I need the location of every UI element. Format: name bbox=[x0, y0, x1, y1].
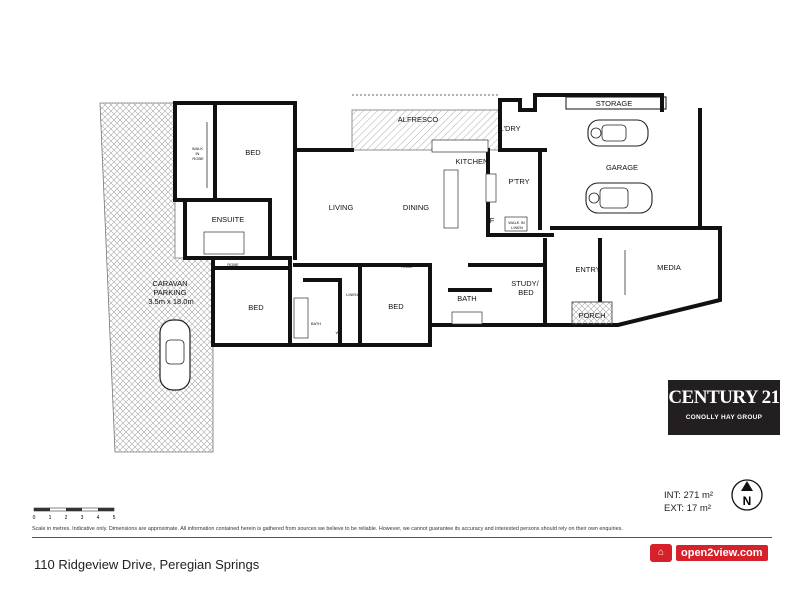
disclaimer-text: Scale in metres. Indicative only. Dimens… bbox=[32, 526, 623, 532]
agency-logo: CENTURY 21 CONOLLY HAY GROUP bbox=[668, 380, 780, 435]
laundry-label: L'DRY bbox=[499, 124, 520, 133]
study-bed-line: STUDY/ bbox=[511, 279, 539, 288]
walk-in-robe-line: WALK bbox=[192, 146, 204, 151]
car-icon bbox=[585, 182, 653, 214]
walk-in-linen-line: WALK IN bbox=[508, 220, 524, 225]
scale-tick: 3 bbox=[81, 515, 84, 521]
house-icon: ⌂ bbox=[650, 544, 672, 562]
fridge-label: F bbox=[538, 177, 543, 186]
room-labels: STORAGE ALFRESCO L'DRY GARAGE KITCHEN P'… bbox=[148, 99, 681, 335]
scale-tick: 5 bbox=[113, 515, 116, 521]
walk-in-robe-line: ROBE bbox=[192, 156, 204, 161]
scale-bar: 0 1 2 3 4 5 bbox=[33, 507, 116, 521]
car-icon bbox=[159, 319, 191, 391]
alfresco-label: ALFRESCO bbox=[398, 115, 439, 124]
walk-in-robe-line: IN bbox=[195, 151, 199, 156]
ensuite-label: ENSUITE bbox=[212, 215, 245, 224]
interior-walls bbox=[183, 101, 602, 347]
scale-tick: 2 bbox=[65, 515, 68, 521]
caravan-parking-line: CARAVAN bbox=[152, 279, 187, 288]
living-label: LIVING bbox=[329, 203, 354, 212]
linen-cupboard bbox=[504, 216, 528, 232]
car-icon bbox=[587, 119, 649, 147]
internal-area: INT: 271 m² bbox=[664, 490, 714, 501]
bath-label: BATH bbox=[457, 294, 476, 303]
study-bed-line: BED bbox=[518, 288, 534, 297]
caravan-parking-line: PARKING bbox=[153, 288, 186, 297]
porch-tiles bbox=[571, 301, 613, 325]
scale-tick: 4 bbox=[97, 515, 100, 521]
agency-group: CONOLLY HAY GROUP bbox=[685, 414, 763, 421]
porch-label: PORCH bbox=[578, 311, 605, 320]
dining-label: DINING bbox=[403, 203, 429, 212]
bed-2-label: BED bbox=[248, 303, 264, 312]
scale-tick: 0 bbox=[33, 515, 36, 521]
bed-3-label: BED bbox=[388, 302, 404, 311]
kitchen-bench bbox=[431, 139, 489, 153]
media-label: MEDIA bbox=[657, 263, 681, 272]
kitchen-label: KITCHEN bbox=[456, 157, 489, 166]
pantry-label: P'TRY bbox=[508, 177, 529, 186]
robe-label: ROBE bbox=[401, 264, 413, 269]
exterior-walls bbox=[173, 93, 722, 347]
linen-label: LINEN bbox=[346, 292, 358, 297]
fridge-label: F bbox=[490, 216, 495, 225]
external-area: EXT: 17 m² bbox=[664, 503, 711, 514]
kitchen-island bbox=[443, 169, 459, 229]
storage-label: STORAGE bbox=[596, 99, 633, 108]
agency-brand: CENTURY 21 bbox=[668, 387, 780, 408]
vanity bbox=[451, 311, 483, 325]
small-bath-label: BATH bbox=[311, 321, 321, 326]
study-bed-label: STUDY/ BED bbox=[511, 279, 541, 297]
robe-label: ROBE bbox=[227, 262, 239, 267]
shower bbox=[203, 231, 245, 255]
north-compass-icon: N bbox=[731, 479, 763, 511]
divider bbox=[32, 537, 772, 538]
walk-in-linen-label: WALK IN LINEN bbox=[508, 220, 525, 230]
portal-logo: ⌂ open2view.com bbox=[650, 544, 768, 562]
compass-letter: N bbox=[743, 494, 752, 508]
pantry-shelf bbox=[485, 173, 497, 203]
caravan-parking-label: CARAVAN PARKING 3.5m x 18.0m bbox=[148, 279, 193, 306]
master-bed-label: BED bbox=[245, 148, 261, 157]
walk-in-linen-line: LINEN bbox=[511, 225, 523, 230]
scale-tick: 1 bbox=[49, 515, 52, 521]
bath-tub bbox=[293, 297, 309, 339]
wc-label: WC bbox=[336, 330, 343, 335]
property-address: 110 Ridgeview Drive, Peregian Springs bbox=[34, 557, 260, 572]
garage-label: GARAGE bbox=[606, 163, 638, 172]
portal-name: open2view.com bbox=[676, 545, 768, 561]
caravan-parking-line: 3.5m x 18.0m bbox=[148, 297, 193, 306]
walk-in-robe-label: WALK IN ROBE bbox=[192, 146, 204, 161]
entry-label: ENTRY bbox=[575, 265, 600, 274]
